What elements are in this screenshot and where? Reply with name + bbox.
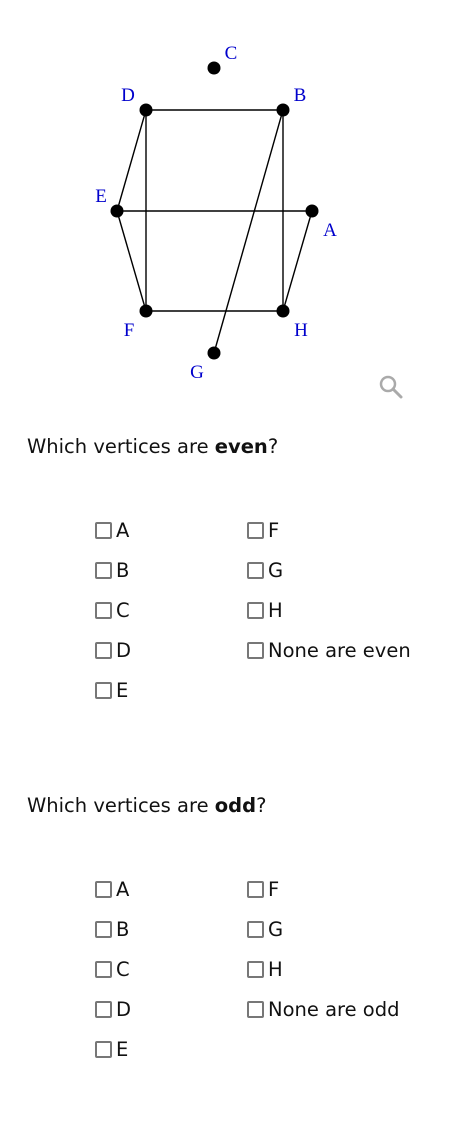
checkbox[interactable] <box>247 641 264 659</box>
q1-option-h[interactable]: H <box>247 598 283 622</box>
option-label: H <box>268 957 283 981</box>
vertex-label-a: A <box>323 220 337 241</box>
checkbox[interactable] <box>247 561 264 579</box>
q2-option-b[interactable]: B <box>95 917 129 941</box>
graph-diagram: A B C D E F G H <box>95 43 337 383</box>
question-even: Which vertices are even? <box>27 435 278 458</box>
vertex-e <box>110 204 124 218</box>
vertex-c <box>207 61 221 75</box>
checkbox[interactable] <box>95 880 112 898</box>
option-label: H <box>268 598 283 622</box>
edge-d-e <box>116 109 147 212</box>
vertex-label-h: H <box>294 320 308 341</box>
q1-option-b[interactable]: B <box>95 558 129 582</box>
checkbox[interactable] <box>95 1000 112 1018</box>
q1-option-g[interactable]: G <box>247 558 283 582</box>
q1-option-a[interactable]: A <box>95 518 129 542</box>
edge-e-f <box>116 210 147 312</box>
checkbox[interactable] <box>247 920 264 938</box>
vertex-label-f: F <box>124 320 135 341</box>
option-label: D <box>116 638 132 662</box>
option-label: None are odd <box>268 997 400 1021</box>
checkbox[interactable] <box>95 920 112 938</box>
option-label: F <box>268 518 280 542</box>
option-label: C <box>116 598 130 622</box>
q2-option-h[interactable]: H <box>247 957 283 981</box>
question-odd: Which vertices are odd? <box>27 794 266 817</box>
checkbox[interactable] <box>247 521 264 539</box>
checkbox[interactable] <box>247 960 264 978</box>
q1-option-e[interactable]: E <box>95 678 128 702</box>
option-label: E <box>116 678 129 702</box>
question-prefix: Which vertices are <box>27 435 215 458</box>
option-label: A <box>116 518 130 542</box>
checkbox[interactable] <box>247 601 264 619</box>
q2-option-none[interactable]: None are odd <box>247 997 400 1021</box>
checkbox[interactable] <box>247 880 264 898</box>
option-label: None are even <box>268 638 411 662</box>
checkbox[interactable] <box>95 601 112 619</box>
vertex-f <box>139 304 153 318</box>
checkbox[interactable] <box>95 521 112 539</box>
q1-option-c[interactable]: C <box>95 598 130 622</box>
q2-option-d[interactable]: D <box>95 997 131 1021</box>
question-keyword: even <box>214 435 268 458</box>
vertex-b <box>276 103 290 117</box>
q1-option-f[interactable]: F <box>247 518 279 542</box>
vertex-label-c: C <box>225 43 238 64</box>
option-label: A <box>116 877 130 901</box>
magnifier-icon[interactable] <box>377 373 405 401</box>
question-prefix: Which vertices are <box>27 794 215 817</box>
vertex-label-g: G <box>190 362 204 383</box>
vertex-d <box>139 103 153 117</box>
vertex-a <box>305 204 319 218</box>
vertex-g <box>207 346 221 360</box>
option-label: D <box>116 997 132 1021</box>
checkbox[interactable] <box>95 561 112 579</box>
checkbox[interactable] <box>95 681 112 699</box>
q2-option-c[interactable]: C <box>95 957 130 981</box>
q1-option-none[interactable]: None are even <box>247 638 411 662</box>
edge-a-h <box>282 210 313 312</box>
question-suffix: ? <box>267 435 279 458</box>
vertex-h <box>276 304 290 318</box>
option-label: E <box>116 1037 129 1061</box>
edge-b-g <box>213 109 284 354</box>
checkbox[interactable] <box>95 1040 112 1058</box>
vertex-label-d: D <box>121 85 135 106</box>
checkbox[interactable] <box>95 960 112 978</box>
vertex-label-e: E <box>95 186 107 207</box>
q2-option-a[interactable]: A <box>95 877 129 901</box>
question-suffix: ? <box>256 794 267 817</box>
q1-option-d[interactable]: D <box>95 638 131 662</box>
option-label: C <box>116 957 130 981</box>
checkbox[interactable] <box>247 1000 264 1018</box>
option-label: B <box>116 558 130 582</box>
vertex-label-b: B <box>294 85 307 106</box>
q2-option-e[interactable]: E <box>95 1037 128 1061</box>
question-keyword: odd <box>214 794 257 817</box>
q2-option-g[interactable]: G <box>247 917 283 941</box>
q2-option-f[interactable]: F <box>247 877 279 901</box>
option-label: B <box>116 917 130 941</box>
checkbox[interactable] <box>95 641 112 659</box>
option-label: G <box>268 558 284 582</box>
option-label: F <box>268 877 280 901</box>
option-label: G <box>268 917 284 941</box>
